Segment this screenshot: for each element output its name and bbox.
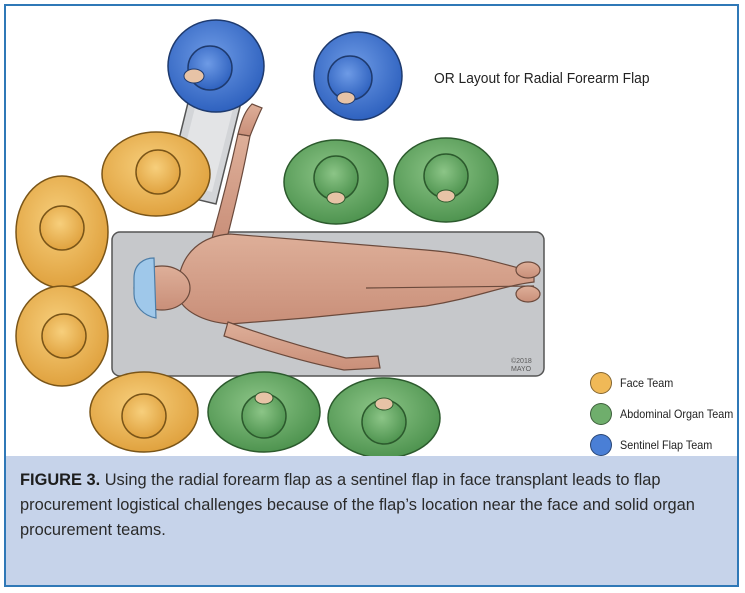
abdominal-team-member-2 — [394, 138, 498, 222]
caption-label: FIGURE 3. — [20, 471, 100, 489]
copyright-year: ©2018 — [511, 358, 532, 366]
legend-label: Sentinel Flap Team — [620, 438, 712, 452]
legend-label: Abdominal Organ Team — [620, 407, 733, 421]
legend: Face Team Abdominal Organ Team Sentinel … — [590, 372, 739, 465]
abdominal-team-member-1 — [284, 140, 388, 224]
figure-frame: OR Layout for Radial Forearm Flap ©2018 … — [4, 4, 739, 587]
sentinel-flap-team-swatch — [590, 434, 612, 456]
abdominal-team-member-4 — [328, 378, 440, 456]
abdominal-team-member-3 — [208, 372, 320, 452]
caption-body: Using the radial forearm flap as a senti… — [20, 471, 695, 539]
face-team-swatch — [590, 372, 612, 394]
sentinel-team-member-1 — [168, 20, 264, 112]
face-team-member-1 — [102, 132, 210, 216]
copyright-owner: MAYO — [511, 366, 532, 374]
copyright-notice: ©2018 MAYO — [511, 358, 532, 374]
face-team-member-2 — [16, 176, 108, 288]
legend-item-face-team: Face Team — [590, 372, 739, 403]
figure-caption: FIGURE 3. Using the radial forearm flap … — [6, 456, 737, 585]
diagram-title: OR Layout for Radial Forearm Flap — [434, 70, 650, 87]
legend-label: Face Team — [620, 376, 673, 390]
legend-item-abdominal-organ-team: Abdominal Organ Team — [590, 403, 739, 434]
face-team-member-4 — [90, 372, 198, 452]
sentinel-team-member-2 — [314, 32, 402, 120]
face-team-member-3 — [16, 286, 108, 386]
caption-text: FIGURE 3. Using the radial forearm flap … — [20, 468, 726, 543]
abdominal-organ-team-swatch — [590, 403, 612, 425]
